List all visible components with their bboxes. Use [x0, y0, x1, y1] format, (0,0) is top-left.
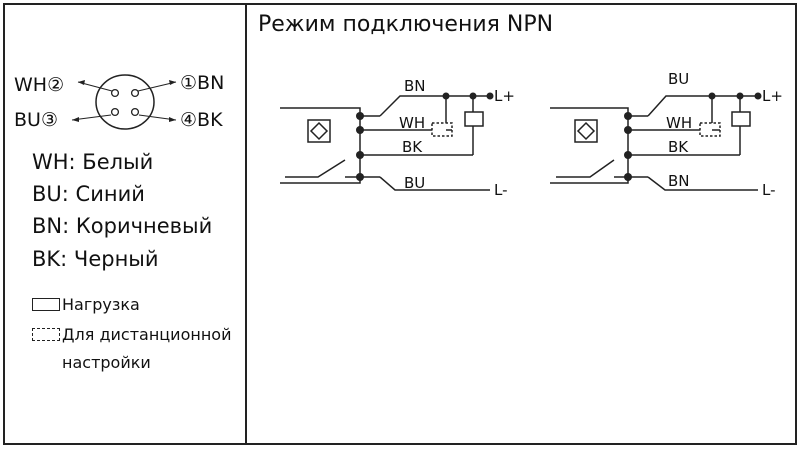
junction-dot	[754, 92, 762, 100]
pin-label-bk: ④BK	[180, 109, 223, 131]
color-legend-wh: WH: Белый	[32, 150, 154, 174]
color-legend-bn: BN: Коричневый	[32, 214, 213, 238]
wire-label-bu: BU	[668, 70, 689, 88]
diamond-symbol	[576, 121, 596, 141]
page-title: Режим подключения NPN	[258, 12, 554, 37]
remote-key-label-line1: Для дистанционной	[62, 325, 232, 344]
color-legend-bu: BU: Синий	[32, 182, 145, 206]
wire-bn	[647, 176, 758, 191]
switch-symbol	[556, 159, 615, 178]
terminal-dot	[356, 126, 364, 134]
arrow-head	[169, 117, 176, 122]
terminal-dot	[624, 126, 632, 134]
junction-dot	[486, 92, 494, 100]
terminal-dot	[356, 173, 364, 181]
wire-bu	[379, 176, 490, 191]
diagram-panel	[247, 3, 797, 445]
wire-label-bu: BU	[404, 174, 425, 192]
remote-key-label-line2: настройки	[62, 353, 151, 372]
sensing-face-symbol	[574, 119, 598, 143]
junction-dot	[442, 92, 450, 100]
wire-label-bk: BK	[668, 138, 689, 156]
terminal-dot	[624, 112, 632, 120]
supply-plus-label: L+	[494, 87, 515, 105]
wire-label-bk: BK	[402, 138, 423, 156]
pin-label-bu: BU③	[14, 109, 58, 131]
terminal-dot	[624, 173, 632, 181]
supply-minus-label: L-	[494, 181, 508, 199]
load-symbol-icon	[32, 298, 60, 311]
pin-dot	[110, 107, 120, 117]
load-key-label: Нагрузка	[62, 295, 140, 314]
pin-dot	[130, 107, 140, 117]
junction-dot	[708, 92, 716, 100]
sensor-body	[280, 107, 361, 184]
wire-label-wh: WH	[666, 114, 692, 132]
supply-minus-label: L-	[762, 181, 776, 199]
remote-setting-symbol-icon	[32, 328, 60, 341]
terminal-dot	[356, 112, 364, 120]
legend-panel	[3, 3, 247, 445]
connector-diagram	[71, 74, 177, 130]
pin-arrow	[137, 81, 177, 92]
wire-label-bn: BN	[668, 172, 690, 190]
junction-dot	[736, 92, 744, 100]
diamond-symbol	[309, 121, 329, 141]
wiring-diagram-1	[280, 95, 490, 191]
switch-symbol	[285, 159, 346, 178]
load-box	[731, 111, 751, 127]
wire-bu	[647, 95, 758, 117]
remote-setting-box	[699, 122, 721, 137]
remote-setting-box	[431, 122, 453, 137]
pin-dot	[110, 88, 120, 98]
sensing-face-symbol	[307, 119, 331, 143]
sensor-body	[550, 107, 629, 184]
pin-dot	[130, 88, 140, 98]
supply-plus-label: L+	[762, 87, 783, 105]
color-legend-bk: BK: Черный	[32, 247, 159, 271]
load-box	[464, 111, 484, 127]
wiring-diagram-2	[550, 95, 758, 191]
arrow-head	[169, 80, 176, 85]
pin-label-wh: WH②	[14, 74, 65, 96]
pin-label-bn: ①BN	[180, 72, 225, 94]
connector-body	[95, 74, 155, 130]
arrow-head	[72, 117, 79, 122]
arrow-head	[78, 80, 85, 85]
wire-bn	[379, 95, 490, 117]
wire-label-bn: BN	[404, 77, 426, 95]
terminal-dot	[356, 151, 364, 159]
wire-label-wh: WH	[399, 114, 425, 132]
terminal-dot	[624, 151, 632, 159]
junction-dot	[469, 92, 477, 100]
